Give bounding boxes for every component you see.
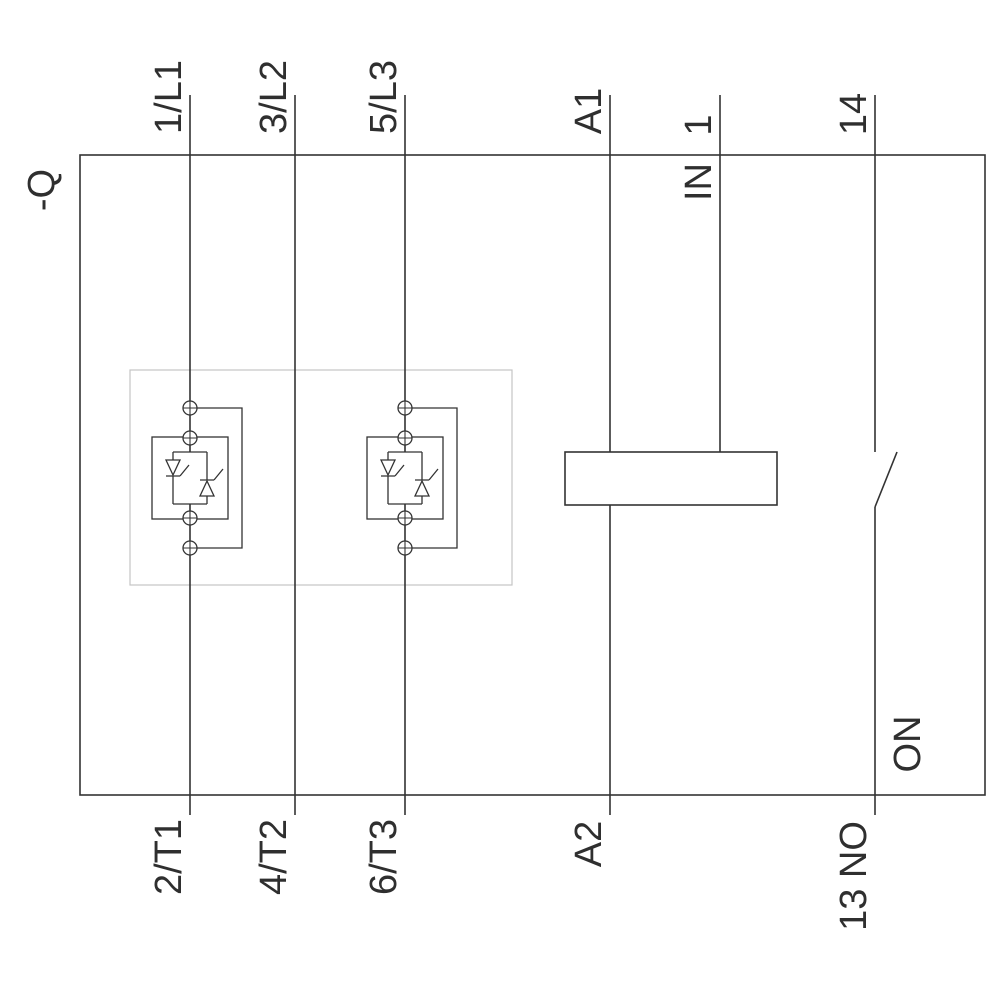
terminal-label-in-1: 1 [678,114,720,136]
terminal-label-6t3: 6/T3 [363,818,405,896]
contact-blade [874,451,898,508]
terminal-label-3l2: 3/L2 [253,60,295,134]
terminal-label-14: 14 [833,92,875,136]
terminal-label-2t1: 2/T1 [148,818,190,896]
bypass-loop [412,407,458,549]
terminal-label-a1: A1 [568,87,610,135]
terminal-label-5l3: 5/L3 [363,60,405,134]
thyristor-module-phase3 [366,400,458,556]
terminal-dots [397,400,413,556]
gate-leads [394,464,439,481]
bypass-loop [197,407,243,549]
thyristor-down-icon [164,459,182,477]
control-unit-block [564,451,778,506]
terminal-label-4t2: 4/T2 [253,818,295,896]
device-outline [79,154,986,796]
terminal-dots [182,400,198,556]
thyristor-assembly-outline [129,369,513,586]
thyristor-down-icon [379,459,397,477]
terminal-label-13no: 13 NO [833,821,875,931]
thyristor-up-icon [198,479,216,497]
device-designation-label: -Q [21,168,63,212]
thyristor-up-icon [413,479,431,497]
gate-leads [179,464,224,481]
terminal-label-a2: A2 [568,820,610,868]
output-name-label: ON [887,715,929,773]
no-contact-13-14 [874,95,898,815]
thyristor-module-phase1 [151,400,243,556]
terminal-label-1l1: 1/L1 [148,60,190,134]
input-name-label: IN [678,163,720,201]
